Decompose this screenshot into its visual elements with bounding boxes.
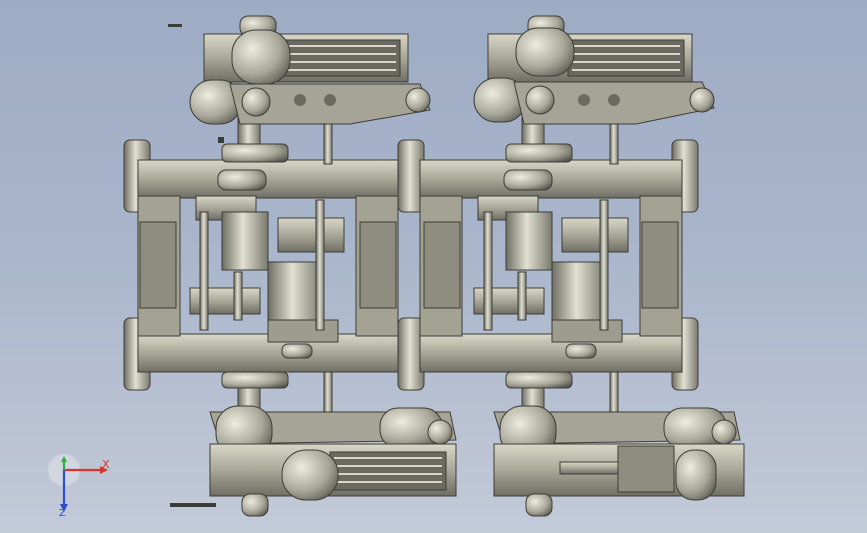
z-axis-arrowhead bbox=[60, 504, 68, 512]
z-axis-label: Z bbox=[59, 508, 66, 518]
right-drive-assembly[interactable] bbox=[473, 169, 629, 359]
x-axis-arrowhead bbox=[100, 466, 108, 474]
orientation-triad: X Z bbox=[48, 454, 110, 518]
bogie-frame[interactable] bbox=[123, 139, 699, 391]
axle-shafts bbox=[221, 111, 619, 423]
sketch-point bbox=[218, 137, 224, 143]
bottom-right-motor-unit[interactable] bbox=[493, 405, 745, 517]
sketch-line bbox=[168, 24, 182, 27]
x-axis-label: X bbox=[102, 458, 110, 471]
left-drive-assembly[interactable] bbox=[189, 169, 345, 359]
top-left-motor-unit[interactable] bbox=[189, 15, 431, 125]
top-right-motor-unit[interactable] bbox=[473, 15, 715, 125]
bottom-left-motor-unit[interactable] bbox=[170, 405, 457, 517]
y-axis-arrowhead bbox=[61, 456, 67, 462]
